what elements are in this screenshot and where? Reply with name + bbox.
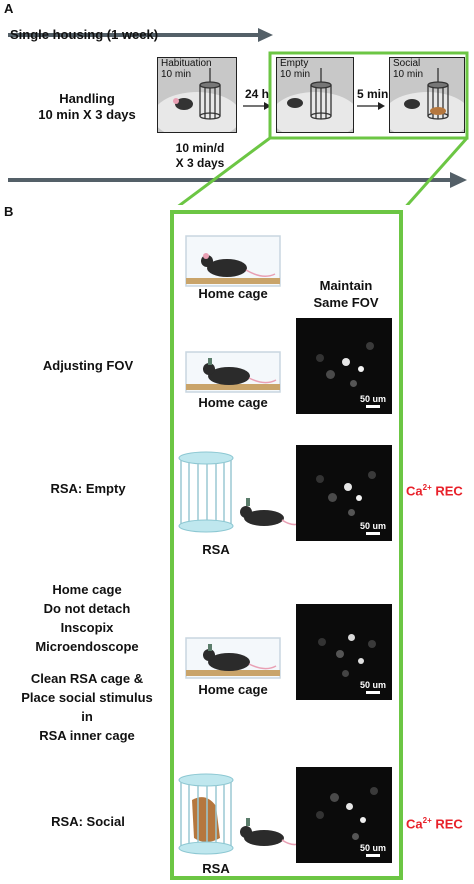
- procedure-frame: [170, 210, 403, 880]
- social-arena: Social 10 min: [389, 57, 465, 133]
- panel-b-letter: B: [4, 204, 14, 219]
- fov-image-1: 50 um: [296, 318, 392, 414]
- scale-bar-1: 50 um: [360, 394, 386, 408]
- step-rsa-social-text: RSA: Social: [51, 814, 125, 829]
- zoom-line-right: [405, 137, 469, 205]
- step-1-caption: Home cage: [198, 395, 268, 410]
- scale-bar-2: 50 um: [360, 521, 386, 535]
- fov-image-2: 50 um: [296, 445, 392, 541]
- maintain-fov-label: Maintain Same FOV: [313, 278, 379, 310]
- step-0-caption: Home cage: [198, 286, 268, 301]
- handling-label: Handling 10 min X 3 days: [38, 91, 136, 122]
- step-home-cage-text: Home cage Do not detach Inscopix Microen…: [21, 582, 153, 743]
- step-4-caption: RSA: [202, 861, 230, 876]
- interval-24h-label: 24 h: [245, 87, 270, 101]
- empty-arena: Empty 10 min: [276, 57, 354, 133]
- rsa-social-illustration: [178, 773, 303, 855]
- step-3-caption: Home cage: [198, 682, 268, 697]
- single-housing-label: Single housing (1 week): [10, 27, 159, 42]
- empty-title: Empty: [280, 58, 309, 69]
- ca-rec-label-social: Ca2+ REC: [406, 816, 463, 832]
- scale-bar-4: 50 um: [360, 843, 386, 857]
- fov-image-4: 50 um: [296, 767, 392, 863]
- habituation-title: Habituation: [161, 58, 212, 69]
- social-duration: 10 min: [393, 69, 424, 80]
- home-cage-illustration-3: [185, 637, 281, 679]
- scale-bar-3: 50 um: [360, 680, 386, 694]
- single-housing-arrowhead: [258, 28, 273, 42]
- home-cage-illustration-2: [185, 351, 281, 393]
- habituation-duration: 10 min: [161, 69, 192, 80]
- home-cage-illustration-1: [185, 235, 281, 287]
- social-title: Social: [393, 58, 421, 69]
- timeline-arrowhead: [450, 172, 467, 188]
- step-rsa-empty-text: RSA: Empty: [50, 481, 126, 496]
- empty-duration: 10 min: [280, 69, 311, 80]
- interval-5min-label: 5 min: [357, 87, 389, 101]
- panel-a-graphics: [8, 28, 469, 205]
- ca-rec-label-empty: Ca2+ REC: [406, 483, 463, 499]
- panel-a-letter: A: [4, 1, 14, 16]
- habituation-arena: Habituation 10 min: [157, 57, 237, 133]
- step-adjusting-fov-text: Adjusting FOV: [42, 358, 134, 373]
- fov-image-3: 50 um: [296, 604, 392, 700]
- rsa-empty-illustration: [178, 451, 303, 533]
- step-2-caption: RSA: [202, 542, 230, 557]
- test-sessions-box: [268, 51, 469, 140]
- habituation-schedule-label: 10 min/d X 3 days: [175, 141, 225, 170]
- zoom-line-left: [177, 136, 271, 205]
